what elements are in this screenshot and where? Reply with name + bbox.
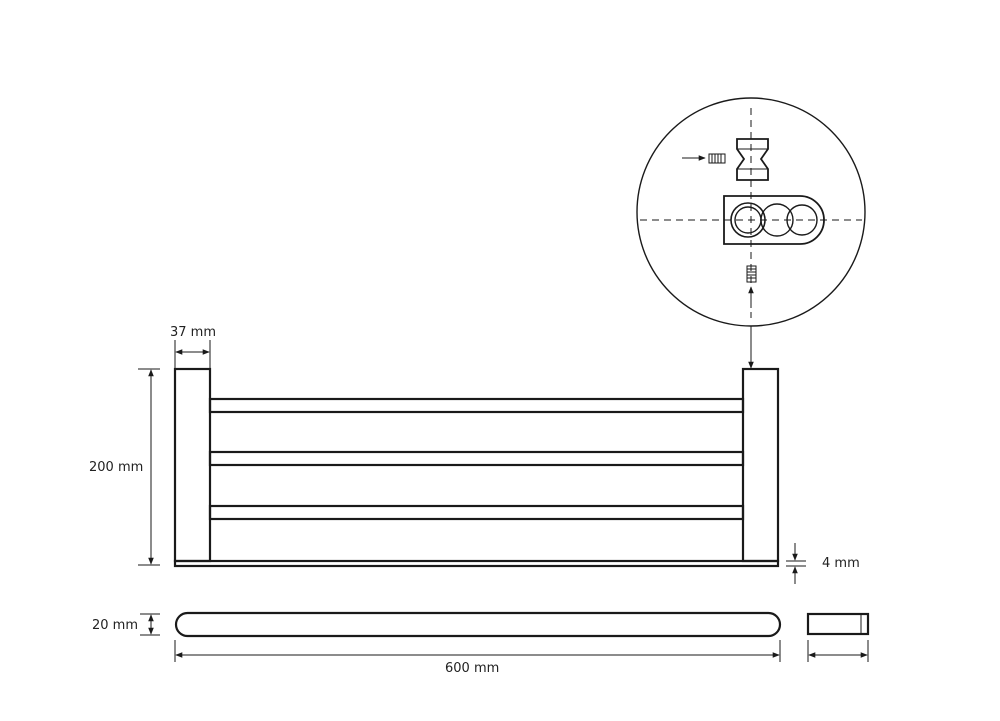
detail-view — [636, 97, 866, 327]
front-view — [173, 367, 780, 568]
label-bracket-width: 37 mm — [170, 325, 216, 340]
label-length: 600 mm — [445, 661, 499, 676]
base-plate — [173, 559, 780, 568]
dim-height: 200 mm — [89, 368, 160, 566]
side-profile — [806, 612, 870, 662]
rail-bottom — [208, 504, 745, 521]
dim-bracket-width: 37 mm — [170, 325, 216, 369]
bracket-head — [723, 195, 825, 245]
label-height: 200 mm — [89, 460, 143, 475]
label-base-thickness: 4 mm — [822, 556, 860, 571]
label-depth: 20 mm — [92, 618, 138, 633]
set-screw-lower — [746, 265, 757, 283]
right-bracket — [741, 367, 780, 563]
rail-top — [208, 397, 745, 414]
connector-piece — [736, 138, 769, 181]
rail-middle — [208, 450, 745, 467]
dim-length: 600 mm — [174, 640, 781, 676]
dim-base-thickness: 4 mm — [786, 543, 860, 584]
top-view — [174, 611, 782, 638]
set-screw-upper — [708, 153, 726, 164]
top-view-shelf — [174, 611, 782, 638]
left-bracket — [173, 367, 212, 563]
dim-depth: 20 mm — [92, 613, 160, 636]
